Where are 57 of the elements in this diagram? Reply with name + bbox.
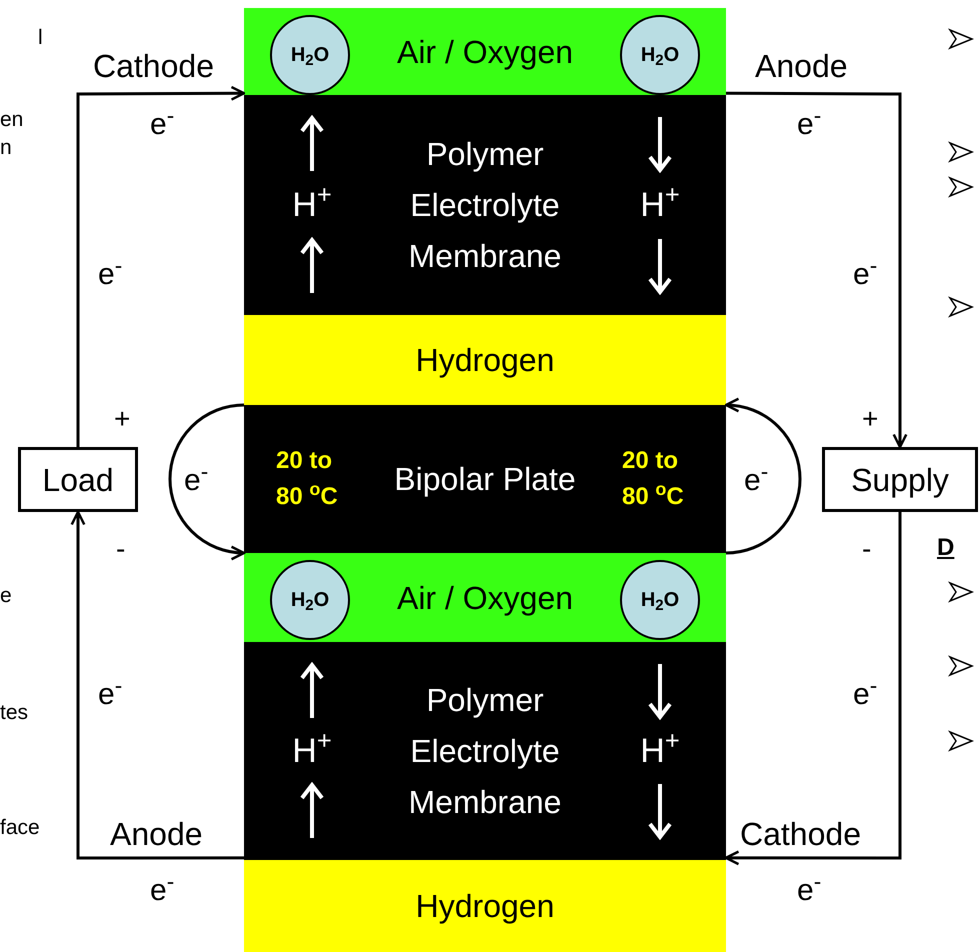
membrane-label: Polymer Electrolyte Membrane <box>408 134 562 276</box>
membrane-layer <box>244 95 726 315</box>
water-formula: H$_{2}$O <box>290 43 330 70</box>
cut-off-text: face <box>0 816 40 839</box>
temperature-label: 20 to 80 $^{o}$C <box>622 446 685 512</box>
plate-label: Bipolar Plate <box>394 460 576 499</box>
terminal-label: Supply <box>851 460 949 500</box>
electron-label: e$^{-}$ <box>150 874 174 907</box>
polarity-sign: + <box>114 403 130 434</box>
layer-label: Air / Oxygen <box>396 578 574 618</box>
gas-layer-band <box>244 315 726 405</box>
water-formula: H$_{2}$O <box>640 43 680 70</box>
cut-off-heading: D <box>937 534 954 561</box>
electrode-label: Cathode <box>93 48 214 84</box>
electrode-label: Cathode <box>740 816 861 852</box>
cut-off-text: e <box>0 584 12 607</box>
bipolar-plate <box>244 405 726 553</box>
electrode-label: Anode <box>110 816 203 852</box>
wire-arrow <box>76 86 246 447</box>
layer-label: Hydrogen <box>416 341 554 380</box>
water-formula: H$_{2}$O <box>290 588 330 615</box>
polarity-sign: - <box>116 533 126 564</box>
electron-label: e$^{-}$ <box>150 108 174 141</box>
curved-arrow <box>724 398 802 554</box>
electron-label: e$^{-}$ <box>98 678 122 711</box>
electron-label: e$^{-}$ <box>98 258 122 291</box>
electron-label: e$^{-}$ <box>853 678 878 711</box>
polarity-sign: + <box>862 403 878 434</box>
cut-off-text: en <box>0 108 24 131</box>
terminal-label: Load <box>42 460 114 500</box>
temperature-label: 20 to 80 $^{o}$C <box>276 446 339 512</box>
polarity-sign: - <box>862 533 872 564</box>
electron-label: e$^{-}$ <box>797 874 822 907</box>
layer-label: Hydrogen <box>416 887 554 926</box>
wire-arrow <box>726 92 908 448</box>
electrode-label: Anode <box>755 48 848 84</box>
terminal-box <box>18 447 138 512</box>
wire-arrow <box>70 510 244 860</box>
proton-label: H$^{+}$ <box>292 726 332 772</box>
terminal-box <box>822 447 978 512</box>
gas-layer-band <box>244 860 726 952</box>
curved-arrow <box>168 404 246 560</box>
water-formula: H$_{2}$O <box>640 588 680 615</box>
proton-label: H$^{+}$ <box>292 180 332 226</box>
electron-label: e$^{-}$ <box>853 258 878 291</box>
electron-label: e$^{-}$ <box>797 108 822 141</box>
gas-layer-band <box>244 553 726 642</box>
membrane-label: Polymer Electrolyte Membrane <box>408 680 562 822</box>
membrane-layer <box>244 642 726 860</box>
cut-off-text: n <box>0 136 12 159</box>
wire-arrow <box>724 512 902 866</box>
cut-off-text: tes <box>0 701 28 724</box>
layer-label: Air / Oxygen <box>396 32 574 72</box>
proton-label: H$^{+}$ <box>640 726 680 772</box>
gas-layer-band <box>244 8 726 95</box>
cut-off-text: l <box>38 26 43 49</box>
proton-label: H$^{+}$ <box>640 180 680 226</box>
